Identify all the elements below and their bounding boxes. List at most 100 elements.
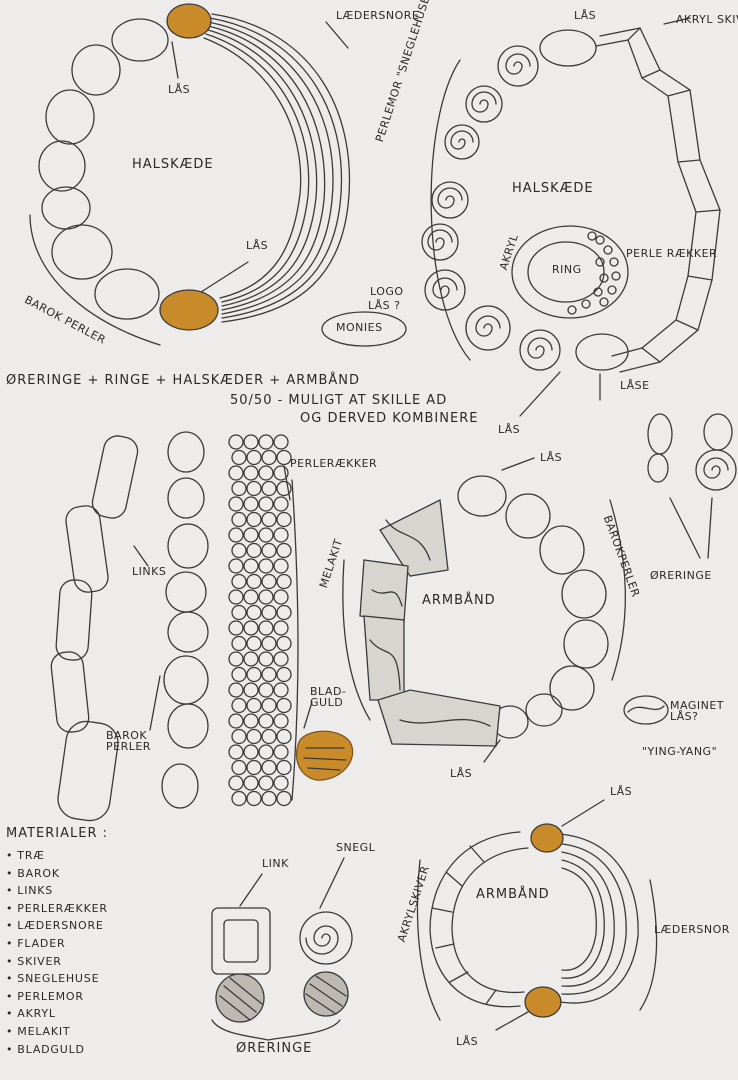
materials-items: TRÆ BAROK LINKS PERLERÆKKER LÆDERSNORE F… <box>6 847 108 1058</box>
pearl <box>228 775 244 791</box>
material-item: LINKS <box>6 882 108 900</box>
magnet-lock-sketch <box>623 695 669 725</box>
pearl <box>261 449 277 466</box>
label-perleraekker: PERLERÆKKER <box>290 457 378 470</box>
pearl <box>243 558 259 574</box>
barok-pearl <box>94 268 160 320</box>
pearl <box>228 434 244 450</box>
pearl <box>258 496 274 512</box>
pearl <box>228 589 244 605</box>
material-item: LÆDERSNORE <box>6 917 108 935</box>
pearl <box>273 558 289 574</box>
material-item: BAROK <box>6 865 108 883</box>
pearl <box>258 775 274 791</box>
label-armbaand: ARMBÅND <box>476 887 550 902</box>
halskaede-barok-sketch <box>29 13 351 346</box>
pearl <box>228 620 244 636</box>
pearl <box>243 713 259 729</box>
pearl <box>261 697 277 714</box>
bottom-earrings-sketch <box>211 857 353 1041</box>
label-armbaand: ARMBÅND <box>422 593 496 608</box>
pearl <box>246 511 262 528</box>
pearl <box>261 666 277 683</box>
label-links: LINKS <box>132 565 167 578</box>
pearl <box>258 651 274 667</box>
pearl <box>261 511 277 528</box>
material-item: SKIVER <box>6 953 108 971</box>
pearl <box>258 527 274 543</box>
label-link: LINK <box>262 857 289 870</box>
pearl <box>261 728 277 745</box>
pearl <box>261 790 277 807</box>
pearl <box>276 697 292 714</box>
label-laas-question: LÅS ? <box>368 299 401 312</box>
pearl <box>246 759 262 776</box>
pearl <box>246 635 262 652</box>
pearl <box>273 496 289 512</box>
material-item: BLADGULD <box>6 1041 108 1059</box>
label-laas: LÅS <box>610 785 633 798</box>
pearl <box>243 682 259 698</box>
pearl <box>276 604 292 621</box>
label-snegl: SNEGL <box>336 841 376 854</box>
pearl <box>276 759 292 776</box>
label-laase: LÅSE <box>620 379 650 392</box>
label-laas: LÅS <box>168 83 191 96</box>
label-laas: LÅS <box>498 423 521 436</box>
pearl <box>273 434 289 450</box>
barok-strand-sketch <box>149 431 209 809</box>
materials-heading: MATERIALER : <box>6 826 109 841</box>
pearl <box>276 666 292 683</box>
pearl <box>258 589 274 605</box>
pearl <box>273 589 289 605</box>
pearl <box>261 480 277 497</box>
label-ring: RING <box>552 263 582 276</box>
lock-bead <box>539 29 597 67</box>
ring-pearl-rows <box>567 231 621 315</box>
label-monies: MONIES <box>336 321 383 334</box>
label-blad-guld: BLAD- GULD <box>310 685 347 709</box>
pearl <box>276 542 292 559</box>
logo-oval <box>321 311 407 347</box>
pearl <box>243 527 259 543</box>
label-oereringe: ØRERINGE <box>650 569 712 582</box>
headline-3: OG DERVED KOMBINERE <box>300 411 479 426</box>
pearl <box>273 744 289 760</box>
pearl <box>258 434 274 450</box>
pearl <box>243 775 259 791</box>
gold-clasp <box>530 823 564 853</box>
pearl <box>258 558 274 574</box>
pearl <box>228 713 244 729</box>
material-item: FLADER <box>6 935 108 953</box>
bladguld-sample <box>295 701 354 781</box>
label-akryl-skiver: AKRYL SKIVER <box>676 13 738 26</box>
pearl <box>261 542 277 559</box>
label-perle-raekker: PERLE RÆKKER <box>626 247 718 260</box>
pearl <box>276 480 292 497</box>
pearl <box>273 527 289 543</box>
label-laas: LÅS <box>450 767 473 780</box>
pearl <box>246 542 262 559</box>
material-item: PERLERÆKKER <box>6 900 108 918</box>
pearl <box>276 511 292 528</box>
label-laedersnore: LÆDERSNORE <box>336 9 420 22</box>
pearl <box>228 527 244 543</box>
pearl <box>246 573 262 590</box>
material-item: MELAKIT <box>6 1023 108 1041</box>
material-item: TRÆ <box>6 847 108 865</box>
pearl <box>243 434 259 450</box>
label-laas: LÅS <box>574 9 597 22</box>
pearl <box>228 682 244 698</box>
pearl <box>246 449 262 466</box>
gold-clasp <box>524 986 562 1018</box>
snail-shell-group <box>421 45 561 371</box>
barok-pearl <box>38 140 86 192</box>
pearl <box>243 589 259 605</box>
label-laas: LÅS <box>540 451 563 464</box>
pearl <box>243 465 259 481</box>
pearl <box>231 573 247 590</box>
pearl <box>231 604 247 621</box>
pearl <box>246 604 262 621</box>
pearl <box>258 620 274 636</box>
